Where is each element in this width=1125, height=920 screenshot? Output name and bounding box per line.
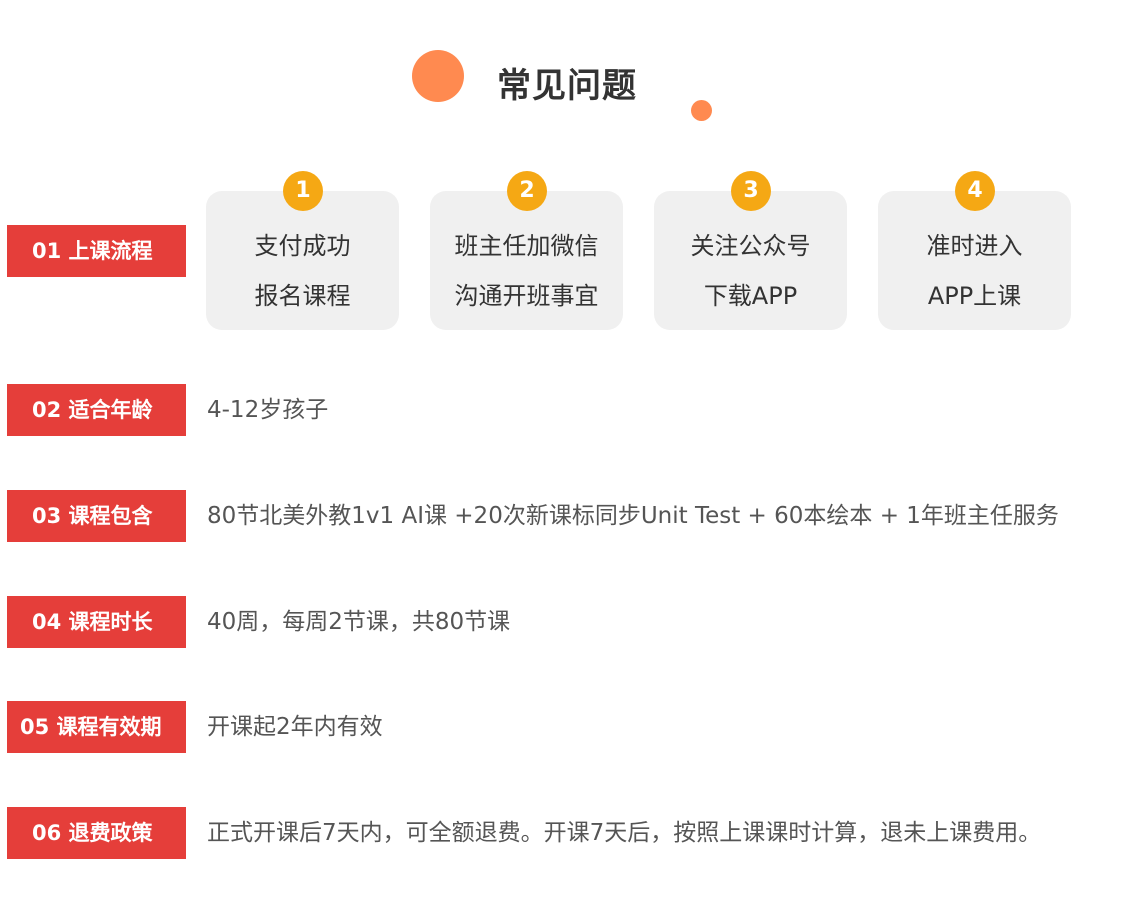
step-3-line2: 下载APP: [703, 282, 798, 310]
step-4-line1: 准时进入: [926, 232, 1023, 260]
label-class-process: 01 上课流程: [7, 225, 186, 277]
step-number-badge-4: 4: [955, 171, 995, 211]
label-course-duration: 04 课程时长: [7, 596, 186, 648]
text-course-contents: 80节北美外教1v1 AI课 +20次新课标同步Unit Test + 60本绘…: [207, 503, 1059, 529]
step-card-3: 关注公众号 下载APP: [654, 191, 847, 330]
label-suitable-age: 02 适合年龄: [7, 384, 186, 436]
step-number-badge-3: 3: [731, 171, 771, 211]
step-4-line2: APP上课: [927, 282, 1022, 310]
step-card-4: 准时进入 APP上课: [878, 191, 1071, 330]
step-1-line1: 支付成功: [254, 232, 351, 260]
step-card-1: 支付成功 报名课程: [206, 191, 399, 330]
step-2-line1: 班主任加微信: [454, 232, 599, 260]
step-number-badge-2: 2: [507, 171, 547, 211]
step-card-2: 班主任加微信 沟通开班事宜: [430, 191, 623, 330]
decorative-circle-large: [412, 50, 464, 102]
text-refund-policy: 正式开课后7天内，可全额退费。开课7天后，按照上课课时计算，退未上课费用。: [207, 820, 1042, 846]
decorative-circle-small: [691, 100, 712, 121]
text-suitable-age: 4-12岁孩子: [207, 397, 329, 423]
page-title: 常见问题: [497, 66, 637, 106]
step-2-line2: 沟通开班事宜: [454, 282, 599, 310]
text-course-validity: 开课起2年内有效: [207, 714, 383, 740]
step-3-line1: 关注公众号: [690, 232, 811, 260]
text-course-duration: 40周，每周2节课，共80节课: [207, 609, 511, 635]
label-refund-policy: 06 退费政策: [7, 807, 186, 859]
label-course-validity: 05 课程有效期: [7, 701, 186, 753]
step-number-badge-1: 1: [283, 171, 323, 211]
label-course-contents: 03 课程包含: [7, 490, 186, 542]
step-1-line2: 报名课程: [254, 282, 351, 310]
